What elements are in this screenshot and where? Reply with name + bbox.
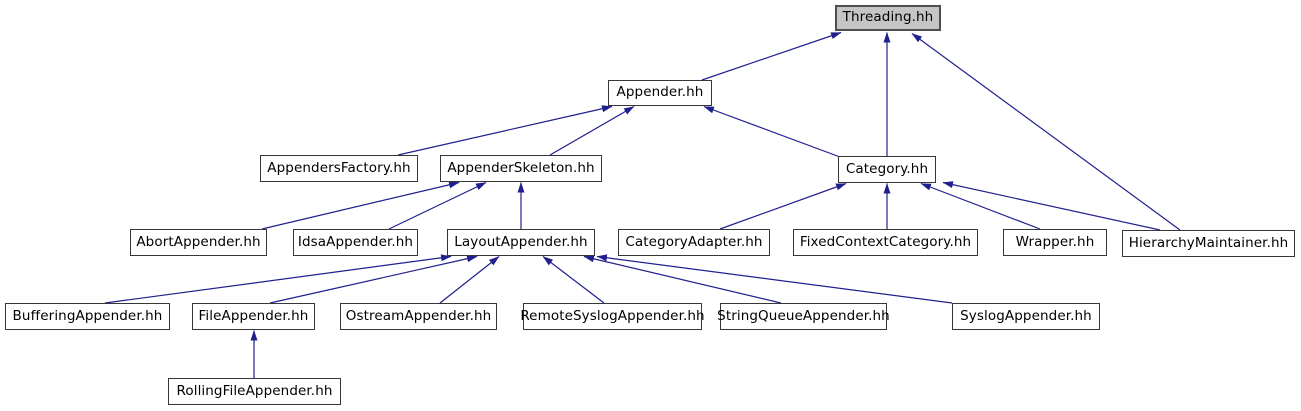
- edge-idsa-appender-to-appender-skeleton: [388, 181, 487, 230]
- node-wrapper[interactable]: Wrapper.hh: [1003, 229, 1107, 256]
- node-rolling-file-appender[interactable]: RollingFileAppender.hh: [168, 378, 341, 405]
- edge-abort-appender-to-appender-skeleton: [261, 181, 460, 230]
- node-category-adapter[interactable]: CategoryAdapter.hh: [618, 229, 770, 256]
- node-hierarchy-maintainer[interactable]: HierarchyMaintainer.hh: [1122, 230, 1295, 257]
- node-remote-syslog-appender[interactable]: RemoteSyslogAppender.hh: [520, 303, 705, 330]
- edge-file-appender-to-layout-appender: [269, 255, 478, 304]
- edge-category-to-appender: [703, 105, 841, 158]
- node-appender[interactable]: Appender.hh: [608, 80, 712, 106]
- edge-string-queue-appender-to-layout-appender: [583, 255, 782, 304]
- edge-ostream-appender-to-layout-appender: [439, 256, 500, 304]
- node-syslog-appender[interactable]: SyslogAppender.hh: [952, 303, 1100, 330]
- edge-appenders-factory-to-appender: [397, 105, 613, 156]
- node-idsa-appender[interactable]: IdsaAppender.hh: [293, 229, 418, 256]
- edge-appender-skeleton-to-appender: [549, 105, 635, 156]
- node-layout-appender[interactable]: LayoutAppender.hh: [447, 229, 595, 256]
- node-fixed-context-category[interactable]: FixedContextCategory.hh: [793, 229, 978, 256]
- node-buffering-appender[interactable]: BufferingAppender.hh: [5, 303, 170, 330]
- node-category[interactable]: Category.hh: [838, 156, 936, 183]
- edge-appender-to-threading: [701, 31, 842, 81]
- node-threading: Threading.hh: [835, 5, 941, 31]
- node-ostream-appender[interactable]: OstreamAppender.hh: [340, 303, 497, 330]
- edge-buffering-appender-to-layout-appender: [104, 254, 452, 304]
- edge-wrapper-to-category: [920, 182, 1041, 230]
- node-appender-skeleton[interactable]: AppenderSkeleton.hh: [440, 155, 602, 182]
- edge-syslog-appender-to-layout-appender: [596, 254, 953, 304]
- edge-remote-syslog-appender-to-layout-appender: [542, 256, 605, 304]
- edge-hierarchy-maintainer-to-threading: [911, 33, 1181, 231]
- node-file-appender[interactable]: FileAppender.hh: [192, 303, 315, 330]
- node-abort-appender[interactable]: AbortAppender.hh: [130, 229, 267, 256]
- node-appenders-factory[interactable]: AppendersFactory.hh: [260, 155, 418, 182]
- node-string-queue-appender[interactable]: StringQueueAppender.hh: [717, 303, 890, 330]
- edge-category-adapter-to-category: [719, 182, 847, 230]
- edge-hierarchy-maintainer-to-category: [942, 181, 1161, 231]
